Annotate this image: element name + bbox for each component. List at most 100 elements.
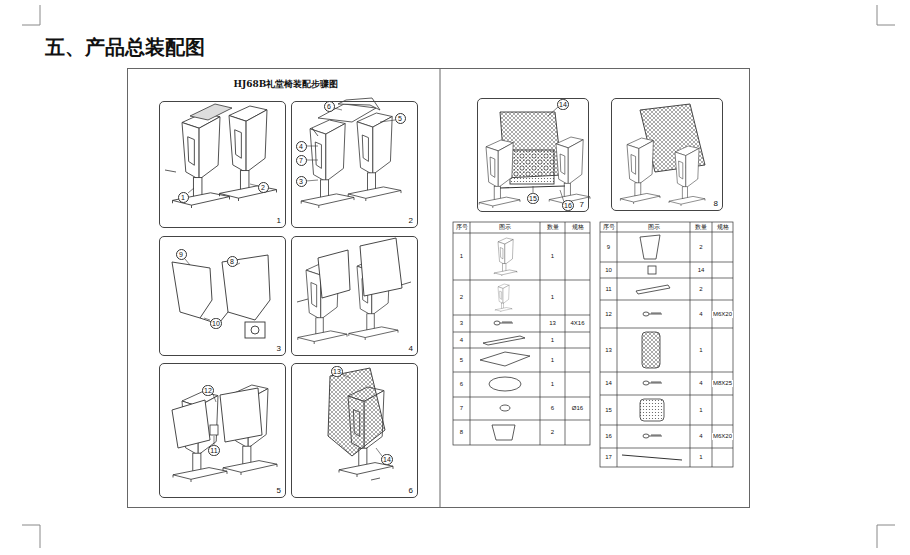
step-panel: 8 bbox=[611, 98, 723, 211]
table-cell: 13 bbox=[549, 320, 557, 327]
step-2-drawing bbox=[312, 128, 318, 136]
table-cell: 14 bbox=[697, 267, 705, 274]
parts-table-2 bbox=[600, 328, 733, 329]
step-6-drawing bbox=[328, 368, 393, 480]
parts-table-2-icons bbox=[643, 312, 662, 316]
step-8-drawing bbox=[620, 104, 705, 206]
leader-lines bbox=[533, 186, 534, 193]
table-cell: 4 bbox=[459, 337, 463, 344]
step-8-drawing bbox=[620, 138, 660, 204]
step-number: 7 bbox=[579, 200, 585, 209]
parts-table-1 bbox=[453, 233, 590, 234]
step-6-drawing bbox=[371, 478, 380, 480]
leader-lines bbox=[185, 259, 190, 265]
table-cell: 1 bbox=[699, 454, 703, 461]
table-cell: 图示 bbox=[647, 224, 660, 231]
parts-table-2 bbox=[600, 222, 733, 467]
step-3-drawing bbox=[222, 255, 270, 320]
table-cell: 2 bbox=[699, 286, 703, 293]
leader-lines bbox=[250, 184, 258, 186]
table-cell: 序号 bbox=[455, 224, 468, 231]
crop-marks bbox=[877, 5, 895, 25]
parts-table-1 bbox=[565, 222, 566, 445]
table-cell: 13 bbox=[605, 347, 613, 354]
frame-divider bbox=[440, 68, 441, 508]
step-panel: 1 bbox=[159, 101, 286, 228]
table-cell: 15 bbox=[605, 407, 613, 414]
parts-table-1-icons bbox=[483, 336, 525, 345]
step-7-drawing bbox=[549, 137, 590, 205]
table-cell: 1 bbox=[550, 357, 554, 364]
parts-table-1-icons bbox=[480, 238, 530, 440]
step-5-drawing bbox=[210, 425, 218, 435]
step-number: 1 bbox=[276, 216, 282, 225]
table-cell: 1 bbox=[550, 381, 554, 388]
parts-table-1-icons bbox=[495, 284, 512, 312]
table-cell: 4 bbox=[699, 311, 703, 318]
step-2-drawing bbox=[338, 98, 380, 110]
table-cell: 1 bbox=[699, 407, 703, 414]
table-cell: 序号 bbox=[602, 224, 615, 231]
table-cell: 9 bbox=[606, 244, 610, 251]
step-4-drawing bbox=[401, 282, 411, 285]
callout-number: 9 bbox=[176, 249, 187, 260]
callout-number: 4 bbox=[296, 141, 307, 152]
step-2-drawing bbox=[301, 98, 401, 208]
leader-lines bbox=[185, 107, 564, 456]
step-4-drawing bbox=[318, 250, 350, 298]
step-1-drawing bbox=[165, 170, 176, 172]
leader-lines bbox=[306, 160, 318, 161]
leader-lines bbox=[214, 436, 215, 445]
callout-number: 6 bbox=[324, 101, 335, 112]
parts-table-2 bbox=[600, 278, 733, 279]
callout-number: 1 bbox=[178, 192, 189, 203]
step-number: 5 bbox=[276, 486, 282, 495]
step-1-drawing bbox=[165, 104, 277, 208]
callout-number: 15 bbox=[527, 193, 539, 204]
leader-lines bbox=[334, 108, 342, 110]
crop-marks bbox=[22, 5, 895, 548]
page-heading: 五、产品总装配图 bbox=[45, 34, 205, 60]
parts-table-2 bbox=[617, 222, 618, 467]
leader-lines bbox=[342, 374, 350, 378]
parts-table-2 bbox=[600, 300, 733, 301]
table-cell: 5 bbox=[459, 357, 463, 364]
step-1-drawing bbox=[190, 104, 232, 120]
table-cell: 7 bbox=[459, 405, 463, 412]
step-panel: 5 bbox=[159, 363, 286, 498]
step-7-drawing bbox=[479, 112, 590, 208]
parts-table-2-icons bbox=[622, 455, 682, 460]
table-cell: 6 bbox=[459, 381, 463, 388]
table-cell: 4 bbox=[699, 433, 703, 440]
table-cell: M8X25 bbox=[712, 380, 732, 387]
step-5-drawing bbox=[220, 388, 262, 442]
step-4-drawing bbox=[297, 299, 308, 302]
table-cell: 1 bbox=[550, 253, 554, 260]
table-cell: 1 bbox=[459, 253, 463, 260]
callout-number: 14 bbox=[557, 99, 569, 110]
frame-divider bbox=[440, 68, 441, 508]
callout-number: 16 bbox=[562, 200, 574, 211]
table-cell: 10 bbox=[605, 267, 613, 274]
step-3-drawing bbox=[245, 322, 265, 338]
leader-lines bbox=[380, 120, 395, 122]
step-5-drawing bbox=[173, 392, 227, 482]
table-cell: 图示 bbox=[499, 224, 512, 231]
callout-number: 3 bbox=[296, 176, 307, 187]
table-cell: 14 bbox=[605, 380, 613, 387]
table-cell: 2 bbox=[459, 294, 463, 301]
parts-table-2 bbox=[600, 372, 733, 373]
step-6-drawing bbox=[328, 368, 385, 456]
parts-table-1-icons bbox=[489, 377, 521, 391]
step-5-drawing bbox=[172, 385, 277, 482]
step-3-drawing bbox=[251, 326, 259, 334]
leader-lines bbox=[188, 188, 194, 193]
parts-table-2 bbox=[690, 222, 691, 467]
parts-table-1 bbox=[453, 315, 590, 316]
table-cell: M6X20 bbox=[712, 433, 732, 440]
parts-table-1 bbox=[540, 222, 541, 445]
parts-table-2-icons bbox=[643, 434, 662, 438]
callout-number: 7 bbox=[296, 155, 307, 166]
step-7-drawing bbox=[500, 186, 565, 188]
parts-table-2 bbox=[712, 222, 713, 467]
